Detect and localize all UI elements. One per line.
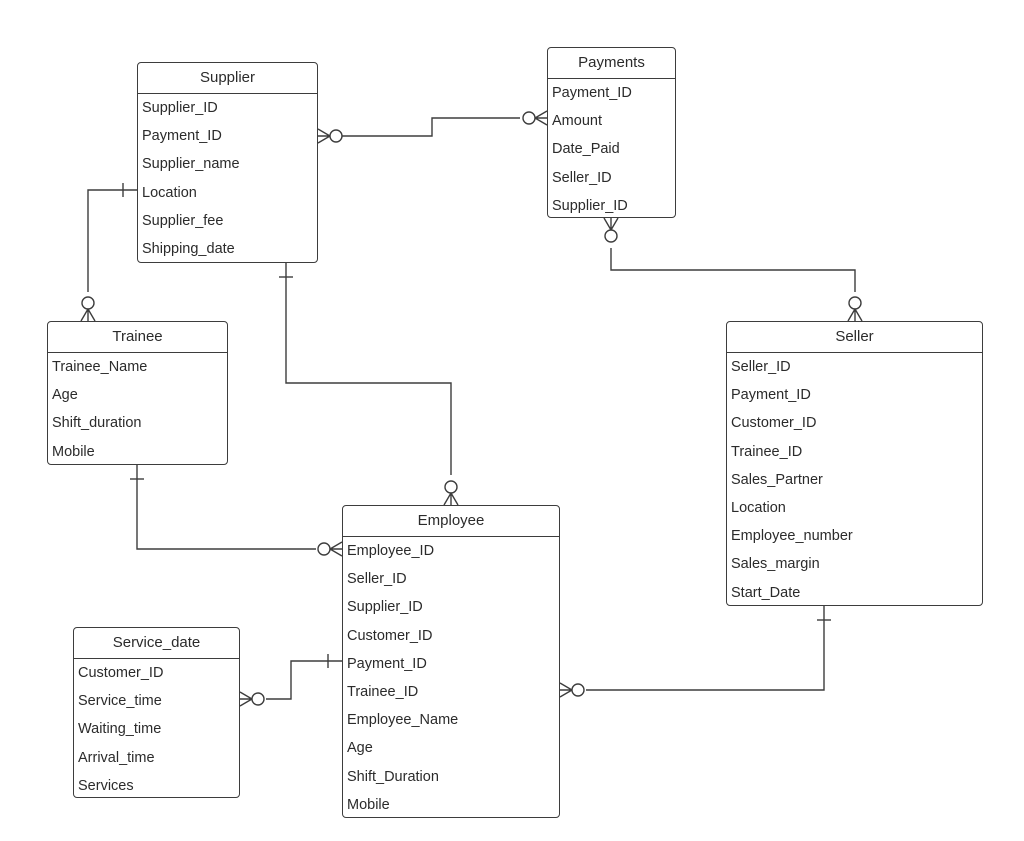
attribute-payment-id: Payment_ID (731, 387, 811, 404)
attribute-payment-id: Payment_ID (552, 85, 632, 101)
attribute-list: Seller_ID Payment_ID Customer_ID Trainee_ID… (727, 353, 982, 607)
attribute-sales-margin: Sales_margin (731, 556, 820, 573)
connector-line (610, 248, 856, 292)
entity-supplier[interactable]: Supplier Supplier_ID Payment_ID Supplier_n… (137, 62, 318, 263)
rel-seller-employee (559, 606, 831, 698)
attribute-mobile: Mobile (347, 796, 390, 813)
attribute-location: Location (731, 499, 786, 516)
attribute-customer-id: Customer_ID (731, 415, 817, 432)
crows-foot-many (80, 307, 96, 322)
crows-foot-many (443, 491, 459, 506)
crows-foot-many (317, 128, 332, 144)
entity-seller[interactable]: Seller Seller_ID Payment_ID Customer_ID Tra… (726, 321, 983, 606)
attribute-supplier-id: Supplier_ID (142, 100, 218, 116)
connector-line (266, 660, 342, 700)
attribute-employee-name: Employee_Name (347, 712, 459, 729)
attribute-supplier-name: Supplier_name (142, 156, 240, 173)
attribute-sales-partner: Sales_Partner (731, 471, 823, 488)
zero-circle (81, 296, 95, 310)
rel-supplier-trainee (80, 183, 137, 322)
rel-supplier-payments (317, 110, 548, 144)
attribute-supplier-id: Supplier_ID (552, 197, 628, 214)
attribute-date-paid: Date_Paid (552, 141, 620, 158)
rel-payments-seller (603, 217, 863, 322)
connector-line (330, 117, 520, 137)
attribute-seller-id: Seller_ID (731, 359, 791, 375)
attribute-start-date: Start_Date (731, 584, 801, 601)
attribute-seller-id: Seller_ID (347, 571, 407, 588)
attribute-trainee-id: Trainee_ID (731, 443, 803, 460)
attribute-services: Services (78, 777, 134, 794)
crows-foot-many (533, 110, 548, 126)
crows-foot-many (847, 307, 863, 322)
zero-circle (251, 692, 265, 706)
zero-circle (604, 229, 618, 243)
rel-supplier-employee (279, 263, 459, 506)
entity-title: Supplier (138, 63, 317, 94)
rel-service-date-employee (239, 654, 342, 707)
attribute-age: Age (347, 740, 373, 757)
zero-circle (522, 111, 536, 125)
attribute-shift-duration: Shift_Duration (347, 768, 439, 785)
connector-line (136, 465, 316, 550)
attribute-customer-id: Customer_ID (347, 627, 433, 644)
attribute-employee-id: Employee_ID (347, 543, 435, 559)
attribute-trainee-id: Trainee_ID (347, 683, 419, 700)
attribute-shift-duration: Shift_duration (52, 415, 142, 432)
zero-circle (848, 296, 862, 310)
entity-title: Trainee (48, 322, 227, 353)
attribute-arrival-time: Arrival_time (78, 749, 155, 766)
attribute-list: Employee_ID Seller_ID Supplier_ID Customer_… (343, 537, 559, 819)
crows-foot-many (239, 691, 254, 707)
crows-foot-many (328, 541, 343, 557)
connector-line (87, 189, 137, 292)
attribute-payment-id: Payment_ID (347, 655, 427, 672)
rel-trainee-employee (130, 465, 343, 557)
attribute-payment-id: Payment_ID (142, 128, 222, 145)
attribute-trainee-name: Trainee_Name (52, 359, 148, 375)
entity-title: Employee (343, 506, 559, 537)
attribute-service-time: Service_time (78, 693, 162, 710)
entity-title: Service_date (74, 628, 239, 659)
attribute-mobile: Mobile (52, 443, 95, 460)
attribute-employee-number: Employee_number (731, 528, 853, 545)
attribute-customer-id: Customer_ID (78, 665, 164, 681)
entity-title: Payments (548, 48, 675, 79)
attribute-amount: Amount (552, 113, 602, 130)
attribute-waiting-time: Waiting_time (78, 721, 162, 738)
zero-circle (571, 683, 585, 697)
crows-foot-many (559, 682, 574, 698)
attribute-age: Age (52, 387, 78, 404)
entity-employee[interactable]: Employee Employee_ID Seller_ID Supplier_ID… (342, 505, 560, 818)
entity-title: Seller (727, 322, 982, 353)
attribute-location: Location (142, 184, 197, 201)
zero-circle (317, 542, 331, 556)
attribute-shipping-date: Shipping_date (142, 240, 235, 257)
attribute-supplier-fee: Supplier_fee (142, 212, 224, 229)
zero-circle (329, 129, 343, 143)
connector-line (586, 606, 825, 691)
connector-line (285, 263, 452, 475)
attribute-supplier-id: Supplier_ID (347, 599, 423, 616)
zero-circle (444, 480, 458, 494)
attribute-seller-id: Seller_ID (552, 169, 612, 186)
